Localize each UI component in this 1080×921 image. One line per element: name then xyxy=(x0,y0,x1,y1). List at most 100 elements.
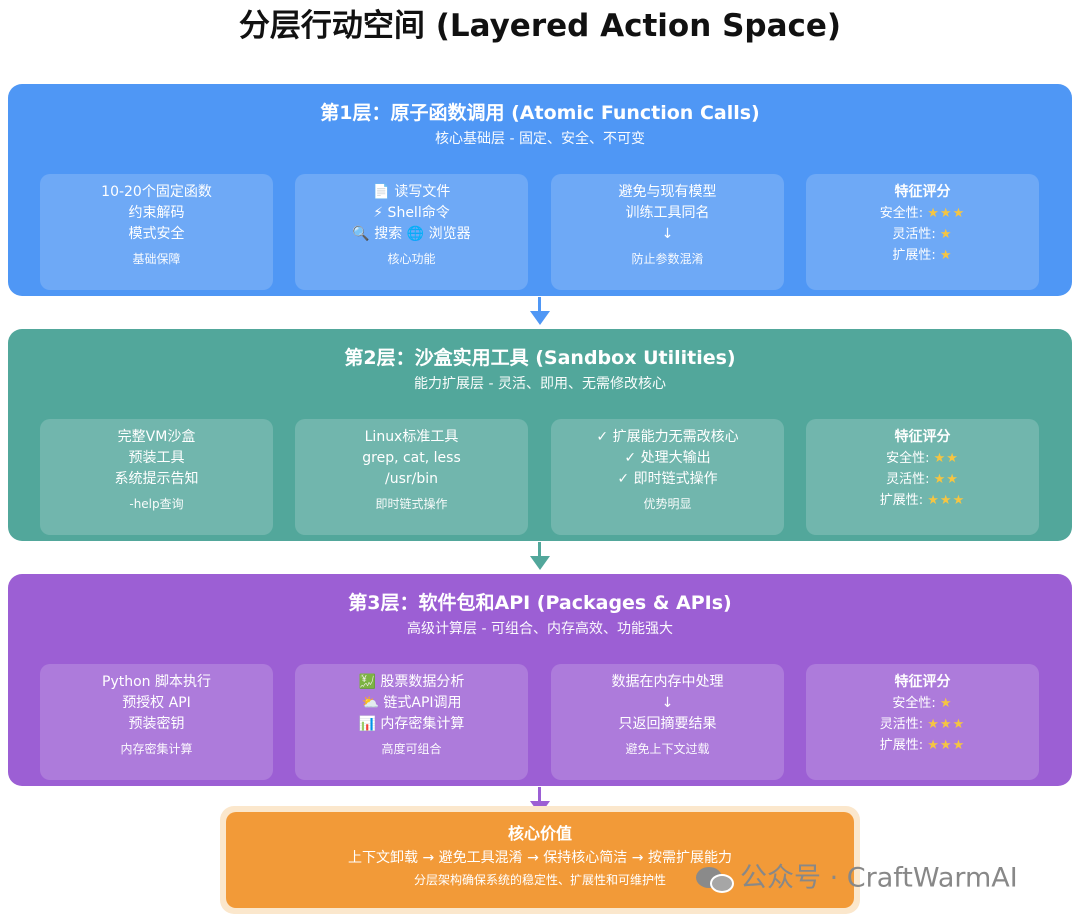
star-icon: ★★★ xyxy=(927,206,966,221)
rating-heading: 特征评分 xyxy=(894,429,951,445)
rating-safety: 安全性: ★ xyxy=(806,693,1039,714)
rating-flexibility: 灵活性: ★ xyxy=(806,224,1039,245)
page-title: 分层行动空间 (Layered Action Space) xyxy=(238,8,842,44)
card-caption: 内存密集计算 xyxy=(120,742,193,756)
layer-1-card-fixed-functions: 10-20个固定函数 约束解码 模式安全 基础保障 xyxy=(40,174,273,290)
core-value-title: 核心价值 xyxy=(507,824,572,843)
card-line: ✓ 扩展能力无需改核心 xyxy=(596,429,739,445)
card-line: ⚡ Shell命令 xyxy=(373,205,450,221)
rating-label: 灵活性: xyxy=(886,472,934,487)
layer-3-panel: 第3层：软件包和API (Packages & APIs) 高级计算层 - 可组… xyxy=(8,574,1072,786)
card-line: 系统提示告知 xyxy=(114,471,199,487)
layer-2-panel: 第2层：沙盒实用工具 (Sandbox Utilities) 能力扩展层 - 灵… xyxy=(8,329,1072,541)
card-line: 预装密钥 xyxy=(128,716,185,732)
card-line: ⛅ 链式API调用 xyxy=(361,695,462,711)
card-line: 预装工具 xyxy=(128,450,185,466)
layer-2-card-vm-sandbox: 完整VM沙盒 预装工具 系统提示告知 -help查询 xyxy=(40,419,273,535)
star-icon: ★★ xyxy=(933,472,959,487)
rating-flexibility: 灵活性: ★★★ xyxy=(806,714,1039,735)
card-caption: 即时链式操作 xyxy=(375,497,448,511)
card-line: 💹 股票数据分析 xyxy=(358,674,465,690)
card-line: 完整VM沙盒 xyxy=(117,429,196,445)
layer-3-card-python: Python 脚本执行 预授权 API 预装密钥 内存密集计算 xyxy=(40,664,273,780)
rating-extensibility: 扩展性: ★★★ xyxy=(806,735,1039,756)
card-line: 📄 读写文件 xyxy=(372,184,451,200)
star-icon: ★ xyxy=(939,248,953,263)
rating-label: 灵活性: xyxy=(879,717,928,732)
layer-2-card-advantages: ✓ 扩展能力无需改核心 ✓ 处理大输出 ✓ 即时链式操作 优势明显 xyxy=(551,419,784,535)
layer-2-subtitle: 能力扩展层 - 灵活、即用、无需修改核心 xyxy=(414,376,666,392)
card-caption: 基础保障 xyxy=(132,252,181,266)
card-line: 避免与现有模型 xyxy=(618,184,717,200)
down-arrow-icon: ↓ xyxy=(661,695,674,711)
rating-extensibility: 扩展性: ★ xyxy=(806,245,1039,266)
watermark-text: 公众号 · CraftWarmAI xyxy=(740,862,1018,894)
star-icon: ★★★ xyxy=(927,738,966,753)
card-line: ✓ 即时链式操作 xyxy=(617,471,718,487)
card-line: 10-20个固定函数 xyxy=(101,184,212,200)
card-line: 预授权 API xyxy=(122,695,191,711)
layer-3-card-in-memory: 数据在内存中处理 ↓ 只返回摘要结果 避免上下文过载 xyxy=(551,664,784,780)
rating-label: 安全性: xyxy=(892,696,940,711)
card-line: Python 脚本执行 xyxy=(102,674,211,690)
down-arrow-icon xyxy=(530,542,550,572)
layer-1-card-rating: 特征评分 安全性: ★★★ 灵活性: ★ 扩展性: ★ xyxy=(806,174,1039,290)
layer-1-title: 第1层：原子函数调用 (Atomic Function Calls) xyxy=(320,102,760,124)
card-line: ✓ 处理大输出 xyxy=(624,450,711,466)
card-line: 约束解码 xyxy=(128,205,185,221)
layer-3-cards: Python 脚本执行 预授权 API 预装密钥 内存密集计算 💹 股票数据分析… xyxy=(40,664,1040,780)
layer-2-card-linux-tools: Linux标准工具 grep, cat, less /usr/bin 即时链式操… xyxy=(295,419,528,535)
layer-1-cards: 10-20个固定函数 约束解码 模式安全 基础保障 📄 读写文件 ⚡ Shell… xyxy=(40,174,1040,290)
rating-label: 扩展性: xyxy=(892,248,940,263)
layer-3-title: 第3层：软件包和API (Packages & APIs) xyxy=(348,592,732,614)
card-line: Linux标准工具 xyxy=(364,429,459,445)
rating-flexibility: 灵活性: ★★ xyxy=(806,469,1039,490)
watermark: 公众号 · CraftWarmAI xyxy=(694,858,1054,898)
rating-label: 安全性: xyxy=(879,206,928,221)
core-value-subtitle: 分层架构确保系统的稳定性、扩展性和可维护性 xyxy=(413,873,666,887)
core-value-flow: 上下文卸载 → 避免工具混淆 → 保持核心简洁 → 按需扩展能力 xyxy=(348,850,732,866)
card-caption: -help查询 xyxy=(129,497,184,511)
card-caption: 核心功能 xyxy=(387,252,436,266)
down-arrow-icon xyxy=(530,297,550,327)
card-caption: 优势明显 xyxy=(643,497,692,511)
layer-3-subtitle: 高级计算层 - 可组合、内存高效、功能强大 xyxy=(407,621,673,637)
layer-2-cards: 完整VM沙盒 预装工具 系统提示告知 -help查询 Linux标准工具 gre… xyxy=(40,419,1040,535)
card-line: 只返回摘要结果 xyxy=(618,716,717,732)
card-line: 🔍 搜索 🌐 浏览器 xyxy=(352,226,471,242)
layer-2-card-rating: 特征评分 安全性: ★★ 灵活性: ★★ 扩展性: ★★★ xyxy=(806,419,1039,535)
card-line: 数据在内存中处理 xyxy=(611,674,724,690)
rating-safety: 安全性: ★★★ xyxy=(806,203,1039,224)
core-value-panel: 核心价值 上下文卸载 → 避免工具混淆 → 保持核心简洁 → 按需扩展能力 分层… xyxy=(220,806,860,914)
layer-1-card-core-functions: 📄 读写文件 ⚡ Shell命令 🔍 搜索 🌐 浏览器 核心功能 xyxy=(295,174,528,290)
card-line: 模式安全 xyxy=(128,226,185,242)
star-icon: ★★★ xyxy=(927,493,966,508)
layer-1-card-naming: 避免与现有模型 训练工具同名 ↓ 防止参数混淆 xyxy=(551,174,784,290)
rating-heading: 特征评分 xyxy=(894,674,951,690)
rating-label: 灵活性: xyxy=(892,227,940,242)
rating-heading: 特征评分 xyxy=(894,184,951,200)
card-caption: 高度可组合 xyxy=(381,742,442,756)
layer-1-subtitle: 核心基础层 - 固定、安全、不可变 xyxy=(435,131,645,147)
rating-safety: 安全性: ★★ xyxy=(806,448,1039,469)
card-caption: 防止参数混淆 xyxy=(631,252,704,266)
card-line: /usr/bin xyxy=(384,471,438,487)
down-arrow-icon: ↓ xyxy=(661,226,674,242)
star-icon: ★★ xyxy=(933,451,959,466)
wechat-icon xyxy=(694,863,736,895)
card-line: 📊 内存密集计算 xyxy=(358,716,465,732)
card-line: 训练工具同名 xyxy=(625,205,710,221)
core-value-box: 核心价值 上下文卸载 → 避免工具混淆 → 保持核心简洁 → 按需扩展能力 分层… xyxy=(226,812,854,908)
star-icon: ★★★ xyxy=(927,717,966,732)
layer-3-card-api-chain: 💹 股票数据分析 ⛅ 链式API调用 📊 内存密集计算 高度可组合 xyxy=(295,664,528,780)
star-icon: ★ xyxy=(939,696,953,711)
rating-label: 安全性: xyxy=(886,451,934,466)
card-line: grep, cat, less xyxy=(362,450,461,466)
rating-label: 扩展性: xyxy=(879,493,928,508)
rating-extensibility: 扩展性: ★★★ xyxy=(806,490,1039,511)
layer-3-card-rating: 特征评分 安全性: ★ 灵活性: ★★★ 扩展性: ★★★ xyxy=(806,664,1039,780)
layer-1-panel: 第1层：原子函数调用 (Atomic Function Calls) 核心基础层… xyxy=(8,84,1072,296)
rating-label: 扩展性: xyxy=(879,738,928,753)
layer-2-title: 第2层：沙盒实用工具 (Sandbox Utilities) xyxy=(344,347,736,369)
card-caption: 避免上下文过载 xyxy=(625,742,710,756)
